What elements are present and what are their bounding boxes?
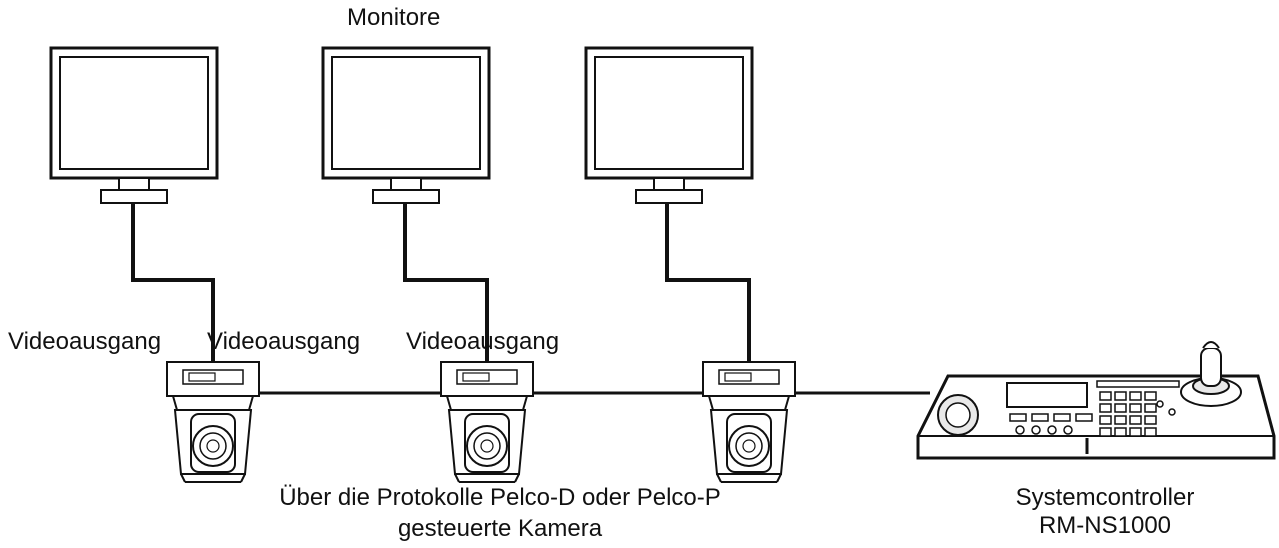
- monitor-3: [584, 46, 754, 205]
- monitors-label: Monitore: [347, 4, 441, 31]
- monitor-1: [49, 46, 219, 205]
- joystick: [1180, 341, 1242, 407]
- video-output-label-3: Videoausgang: [406, 328, 560, 355]
- camera-1: [166, 361, 260, 483]
- camera-caption-line-1: Über die Protokolle Pelco-D oder Pelco-P: [279, 484, 721, 511]
- controller-button-grid: [1009, 391, 1176, 437]
- controller-caption-line-1: Systemcontroller: [1015, 484, 1195, 511]
- camera-2: [440, 361, 534, 483]
- camera-caption-line-2: gesteuerte Kamera: [397, 515, 603, 542]
- video-cable-1: [131, 203, 215, 362]
- video-cable-3: [665, 203, 751, 362]
- video-cable-2: [403, 203, 489, 362]
- system-controller: [916, 341, 1276, 460]
- video-output-label-1: Videoausgang: [8, 328, 162, 355]
- monitor-2: [321, 46, 491, 205]
- controller-caption-line-2: RM-NS1000: [1038, 512, 1172, 539]
- camera-3: [702, 361, 796, 483]
- video-output-label-2: Videoausgang: [207, 328, 361, 355]
